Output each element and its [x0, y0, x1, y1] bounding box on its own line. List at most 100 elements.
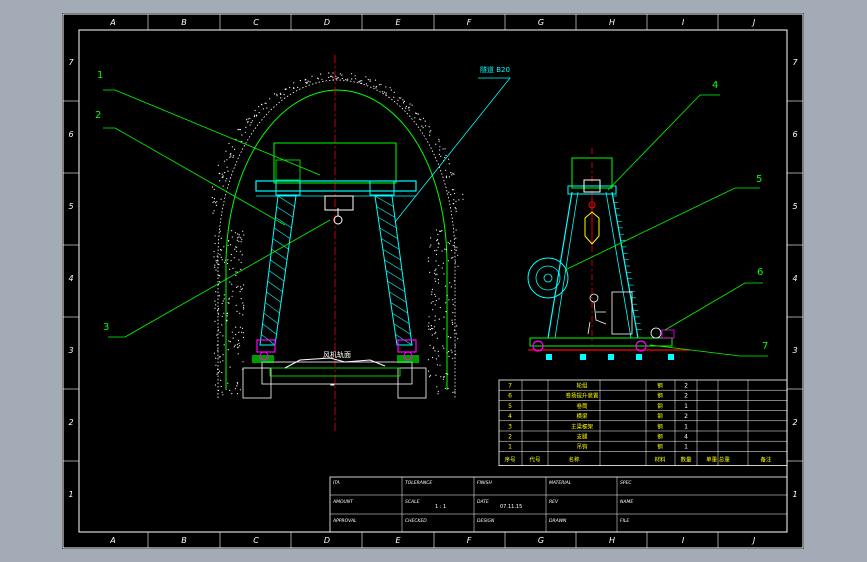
callout-7: 7: [762, 341, 768, 352]
col-label-bottom: J: [751, 536, 756, 545]
callout-1: 1: [97, 70, 103, 81]
wheel-left: [259, 351, 269, 361]
title-field-label: FINISH: [477, 480, 492, 486]
col-label-top: A: [109, 18, 115, 27]
title-field-label: TOLERANCE: [405, 480, 432, 486]
side-a-frame-right-inner: [605, 191, 632, 339]
part-material: 钢: [657, 443, 663, 451]
col-label-top: J: [751, 18, 756, 27]
note-b20: 隧道 B20: [480, 65, 510, 74]
col-label-bottom: G: [538, 536, 544, 545]
title-field-label: ITA: [333, 480, 340, 486]
cable-drum-hub: [543, 273, 553, 283]
row-label-right: 4: [792, 274, 797, 283]
col-label-top: E: [395, 18, 401, 27]
part-material: 钢: [657, 392, 663, 400]
operator-body-icon: [587, 301, 607, 335]
side-a-frame-right: [611, 191, 639, 339]
part-name: 吊钩: [576, 443, 588, 451]
col-label-bottom: E: [395, 536, 401, 545]
callout-4: 4: [712, 80, 718, 91]
row-label-right: 7: [792, 58, 798, 67]
tunnel-inner-lining: [225, 89, 448, 390]
scale-value: 1 : 1: [435, 504, 446, 510]
row-label-left: 5: [68, 202, 73, 211]
title-field-label: MATERIAL: [549, 480, 572, 486]
side-wheel-left: [532, 340, 544, 352]
row-label-left: 4: [68, 274, 73, 283]
part-material: 钢: [657, 412, 663, 420]
side-hoist-head: [583, 179, 601, 193]
part-name: 卷筒: [576, 402, 588, 410]
part-material: 钢: [657, 382, 663, 390]
col-label-bottom: B: [181, 536, 187, 545]
part-material: 钢: [657, 422, 663, 430]
part-no: 3: [508, 423, 512, 430]
main-beam-frame: [273, 142, 397, 184]
title-field-label: DATE: [477, 499, 489, 505]
title-field-label: APPROVAL: [332, 518, 357, 524]
row-label-left: 7: [68, 58, 74, 67]
col-label-top: B: [181, 18, 187, 27]
floor-label: 风机轨面: [323, 350, 351, 359]
part-qty: 1: [684, 444, 688, 451]
part-no: 5: [508, 403, 512, 410]
callout-3: 3: [103, 322, 109, 333]
trolley: [324, 195, 354, 211]
main-beam: [255, 180, 417, 192]
callout-5: 5: [756, 174, 762, 185]
row-label-left: 2: [68, 418, 73, 427]
part-no: 2: [508, 434, 512, 441]
row-label-right: 5: [792, 202, 797, 211]
part-qty: 1: [684, 403, 688, 410]
title-field-label: DESIGN: [477, 518, 495, 524]
col-label-bottom: C: [253, 536, 259, 545]
part-no: 6: [508, 393, 512, 400]
wheel-right: [403, 351, 413, 361]
table-header-material: 材料: [654, 455, 666, 463]
part-no: 1: [508, 444, 512, 451]
part-name: 支腿: [576, 433, 588, 441]
callout-6: 6: [757, 267, 763, 278]
part-qty: 1: [684, 423, 688, 430]
part-qty: 2: [684, 393, 688, 400]
footing-right: [397, 367, 427, 399]
col-label-top: D: [324, 18, 330, 27]
date-value: 07.11.15: [500, 504, 522, 510]
vehicle-outline: [284, 357, 386, 369]
side-base-chassis: [529, 337, 673, 347]
main-beam-box: [275, 159, 301, 181]
col-label-bottom: D: [324, 536, 330, 545]
cable-drum-outer: [527, 257, 569, 299]
table-header-qty: 数量: [680, 455, 692, 463]
row-label-right: 3: [792, 346, 797, 355]
table-header-name: 名称: [568, 455, 580, 463]
part-name: 卷扬提升装置: [565, 392, 599, 400]
part-qty: 2: [684, 383, 688, 390]
side-wheel-right: [635, 340, 647, 352]
side-hook-load: [584, 211, 600, 245]
title-field-label: FILE: [620, 518, 629, 524]
winch-drum: [650, 327, 662, 339]
side-a-frame-left-inner: [554, 191, 579, 339]
tunnel-shotcrete-speckle: [211, 72, 464, 396]
floor-mark: ▬: [330, 382, 335, 388]
side-hook-icon: [588, 201, 596, 209]
side-a-frame-left: [547, 191, 573, 339]
table-header-note: 备注: [760, 455, 772, 463]
beam-end-right: [369, 180, 395, 196]
tunnel-floor: [261, 361, 413, 385]
part-no: 4: [508, 413, 512, 420]
col-label-top: H: [609, 18, 615, 27]
row-label-left: 6: [68, 130, 73, 139]
col-label-bottom: A: [109, 536, 115, 545]
part-qty: 2: [684, 413, 688, 420]
part-name: 主梁框架: [571, 422, 594, 430]
title-field-label: NAME: [620, 499, 633, 505]
row-label-right: 6: [792, 130, 797, 139]
